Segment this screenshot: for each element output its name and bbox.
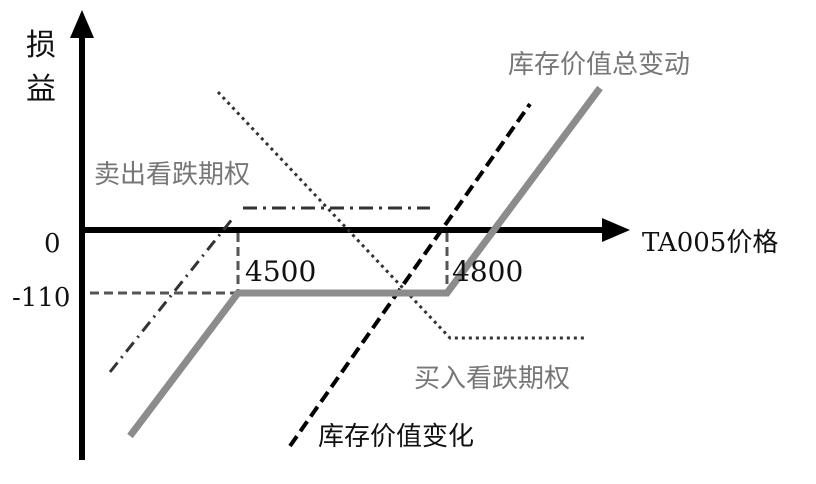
minus110-label: -110: [12, 283, 71, 313]
total-line: [127, 85, 603, 439]
buy-put-line: [216, 90, 585, 340]
sell-put-line: [108, 217, 235, 373]
x-axis-arrow: [602, 218, 630, 242]
strike-4800-label: 4800: [452, 255, 524, 288]
sell-put-label: 卖出看跌期权: [94, 160, 251, 190]
zero-label: 0: [44, 229, 61, 259]
strike-4500-label: 4500: [245, 255, 317, 288]
total-label: 库存价值总变动: [508, 50, 691, 80]
x-axis-label: TA005价格: [642, 228, 779, 258]
buy-put-label: 买入看跌期权: [414, 364, 571, 394]
inventory-line: [288, 102, 532, 448]
y-axis-arrow: [70, 10, 94, 38]
inventory-label: 库存价值变化: [318, 422, 475, 452]
y-axis-label: 损益: [26, 28, 56, 107]
